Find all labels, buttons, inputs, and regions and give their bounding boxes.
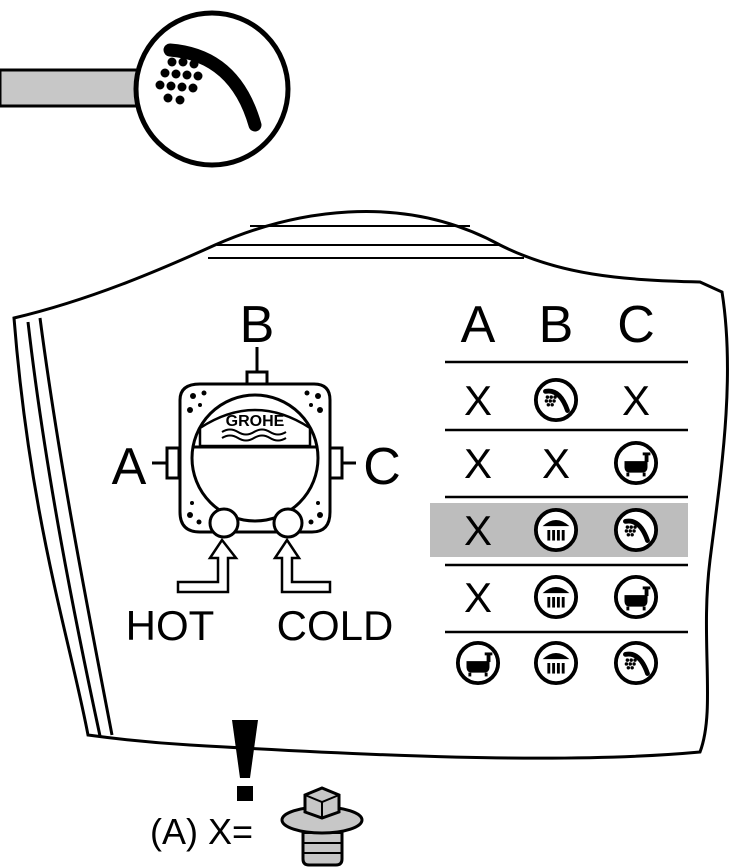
head-shower-icon bbox=[533, 507, 579, 553]
port-label-c: C bbox=[363, 438, 401, 496]
port-label-a: A bbox=[112, 438, 147, 496]
cold-arrow bbox=[272, 537, 332, 594]
hot-label: HOT bbox=[126, 602, 215, 649]
table-header-c: C bbox=[617, 296, 655, 354]
table-cell-x: X bbox=[464, 507, 492, 554]
note-label: (A) X= bbox=[150, 811, 253, 852]
hand-shower-icon bbox=[536, 380, 576, 420]
pipe bbox=[0, 68, 142, 108]
table-header-b: B bbox=[539, 296, 574, 354]
table-header-a: A bbox=[461, 296, 496, 354]
bathtub-icon bbox=[613, 440, 659, 486]
table-cell-x: X bbox=[542, 440, 570, 487]
table-cell-x: X bbox=[622, 377, 650, 424]
grohe-logo: GROHE bbox=[226, 413, 285, 430]
table-cell-x: X bbox=[464, 377, 492, 424]
logo-badge bbox=[198, 408, 312, 448]
cold-label: COLD bbox=[277, 602, 394, 649]
hand-shower-icon bbox=[616, 643, 656, 683]
head-shower-icon bbox=[533, 574, 579, 620]
plug-icon bbox=[280, 786, 364, 867]
bathtub-icon bbox=[613, 574, 659, 620]
port-c-outlet bbox=[328, 446, 344, 480]
hand-shower-icon bbox=[616, 510, 656, 550]
plug-note: (A) X= bbox=[150, 720, 364, 867]
port-b-outlet bbox=[245, 370, 269, 386]
hand-shower-icon bbox=[155, 43, 262, 132]
pipe-callout bbox=[0, 10, 291, 168]
hot-inlet bbox=[208, 507, 240, 539]
bathtub-icon bbox=[455, 640, 501, 686]
table-cell-x: X bbox=[464, 574, 492, 621]
cold-inlet bbox=[272, 507, 304, 539]
hot-arrow bbox=[176, 537, 239, 594]
valve-body: B A C GROHE HOT COLD bbox=[112, 296, 401, 649]
table-dividers bbox=[445, 360, 688, 634]
exclamation-icon bbox=[232, 720, 258, 801]
head-shower-icon bbox=[533, 640, 579, 686]
port-a-outlet bbox=[165, 446, 181, 480]
detail-panel bbox=[12, 210, 729, 760]
port-label-b: B bbox=[240, 296, 275, 354]
table-cell-x: X bbox=[464, 440, 492, 487]
